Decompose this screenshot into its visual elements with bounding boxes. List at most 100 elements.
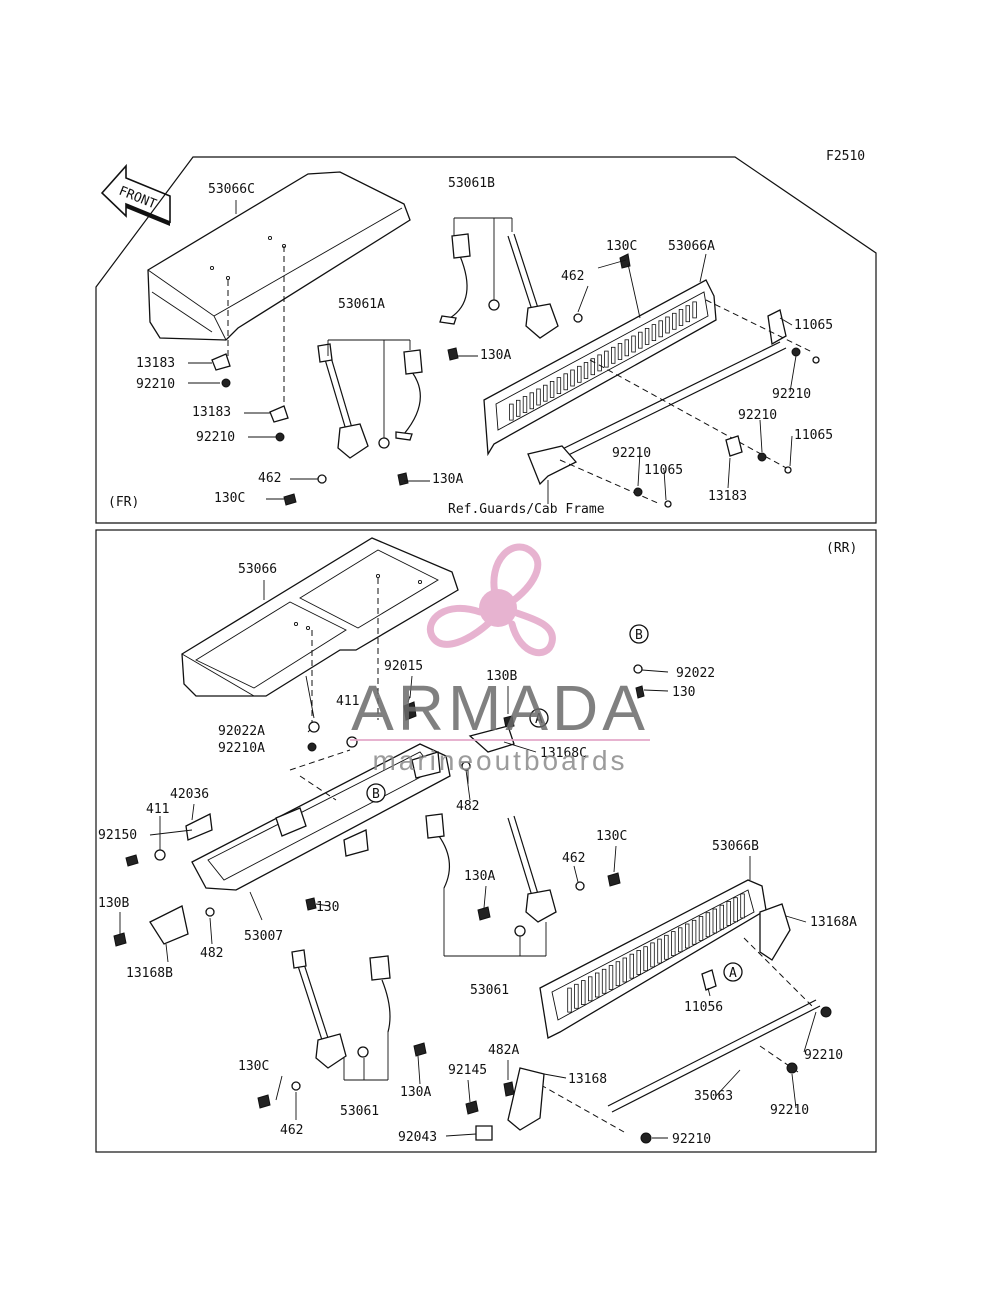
part-label: 462	[280, 1123, 303, 1138]
part-label: 130C	[238, 1059, 269, 1074]
vent-slot	[601, 968, 607, 994]
part-label: 13183	[136, 356, 175, 371]
part-label: 92210	[612, 446, 651, 461]
vent-slot	[698, 916, 704, 941]
vent-slot	[685, 923, 690, 949]
vent-slot	[617, 343, 623, 360]
front-callout-labels: 53066C 53061B 130C 53066A 462 11065 5306…	[136, 176, 833, 506]
ref-marker-b-right: B	[629, 624, 649, 644]
svg-text:A: A	[535, 712, 543, 727]
part-label: 130A	[432, 472, 463, 487]
part-label: 482	[200, 946, 223, 961]
part-label: 13168A	[810, 915, 857, 930]
rear-seatbelt-left	[257, 949, 427, 1109]
part-label: 53061B	[448, 176, 495, 191]
part-label: 53066	[238, 562, 277, 577]
part-label: 53007	[244, 929, 283, 944]
leader-lines	[119, 200, 817, 1139]
rear-seatback	[539, 879, 767, 1039]
part-label: 92210	[136, 377, 175, 392]
vent-slot	[644, 327, 650, 345]
vent-slot	[611, 346, 616, 364]
part-label: 92210	[772, 387, 811, 402]
vent-slot	[712, 908, 717, 934]
vent-slot	[740, 893, 745, 919]
vent-slot	[636, 950, 641, 975]
vent-slot	[509, 403, 514, 421]
part-label: 130	[316, 900, 339, 915]
part-label: 92210A	[218, 741, 265, 756]
part-label: 130C	[596, 829, 627, 844]
part-label: 53061	[340, 1104, 379, 1119]
vent-slot	[590, 358, 595, 376]
vent-slot	[522, 396, 528, 413]
rear-section-tag: (RR)	[826, 541, 857, 556]
vent-slot	[638, 331, 643, 349]
vent-slot	[570, 369, 575, 387]
vent-slot	[665, 316, 670, 334]
part-label: 411	[336, 694, 359, 709]
vent-slot	[685, 305, 690, 323]
vent-slot	[608, 965, 614, 990]
vent-slot	[604, 350, 609, 368]
vent-slot	[671, 931, 676, 956]
rear-bracket-13168	[445, 1067, 545, 1141]
part-label: 130B	[98, 896, 129, 911]
rear-seat-frame	[191, 743, 451, 891]
part-label: 130A	[464, 869, 495, 884]
watermark-brand: ARMADA	[351, 672, 649, 744]
vent-slot	[733, 897, 738, 923]
vent-slot	[583, 362, 589, 379]
vent-slot	[726, 901, 731, 926]
rear-top-hardware	[113, 664, 645, 947]
part-label: 130A	[400, 1085, 431, 1100]
vent-slot	[549, 380, 555, 398]
part-label: 53066B	[712, 839, 759, 854]
part-label: 53066A	[668, 239, 715, 254]
ref-marker-b-rear: B	[366, 783, 386, 803]
vent-slot	[657, 938, 662, 964]
vent-slot	[556, 377, 562, 395]
svg-text:A: A	[729, 966, 737, 981]
rear-seatbelt-right	[425, 813, 621, 937]
part-label: 462	[562, 851, 585, 866]
vent-slot	[658, 320, 663, 338]
vent-slot	[622, 957, 627, 983]
front-bench-seat	[147, 171, 411, 341]
propeller-icon	[426, 543, 556, 656]
vent-slot	[577, 365, 582, 383]
front-panel-border	[95, 156, 877, 524]
part-label: 35063	[694, 1089, 733, 1104]
vent-slot	[536, 388, 541, 406]
part-label: 92210	[804, 1048, 843, 1063]
front-seatbelt-b	[439, 233, 559, 339]
front-arrow-icon: FRONT	[100, 163, 171, 226]
part-label: 53066C	[208, 182, 255, 197]
part-label: 130C	[606, 239, 637, 254]
vent-slot	[588, 976, 593, 1002]
part-label: 13183	[708, 489, 747, 504]
propeller-hub-icon	[479, 589, 517, 627]
vent-slot	[692, 301, 697, 319]
part-label: 92022	[676, 666, 715, 681]
part-label: 92043	[398, 1130, 437, 1145]
vent-slot	[615, 961, 621, 987]
vent-slot	[664, 934, 669, 960]
watermark-tagline: marineoutboards	[372, 745, 627, 776]
part-label: 13183	[192, 405, 231, 420]
part-label: 92210	[672, 1132, 711, 1147]
figure-code: F2510	[826, 149, 865, 164]
part-label: 13168B	[126, 966, 173, 981]
part-label: 462	[561, 269, 584, 284]
vent-slot	[543, 384, 548, 402]
rear-seat-cushion	[181, 537, 459, 697]
part-label: 92210	[738, 408, 777, 423]
vent-slot	[567, 987, 572, 1013]
vent-slot	[624, 339, 629, 357]
svg-text:B: B	[372, 787, 380, 802]
vent-slot	[678, 309, 684, 326]
part-label: 92145	[448, 1063, 487, 1078]
part-label: 13168	[568, 1072, 607, 1087]
part-label: 482	[456, 799, 479, 814]
